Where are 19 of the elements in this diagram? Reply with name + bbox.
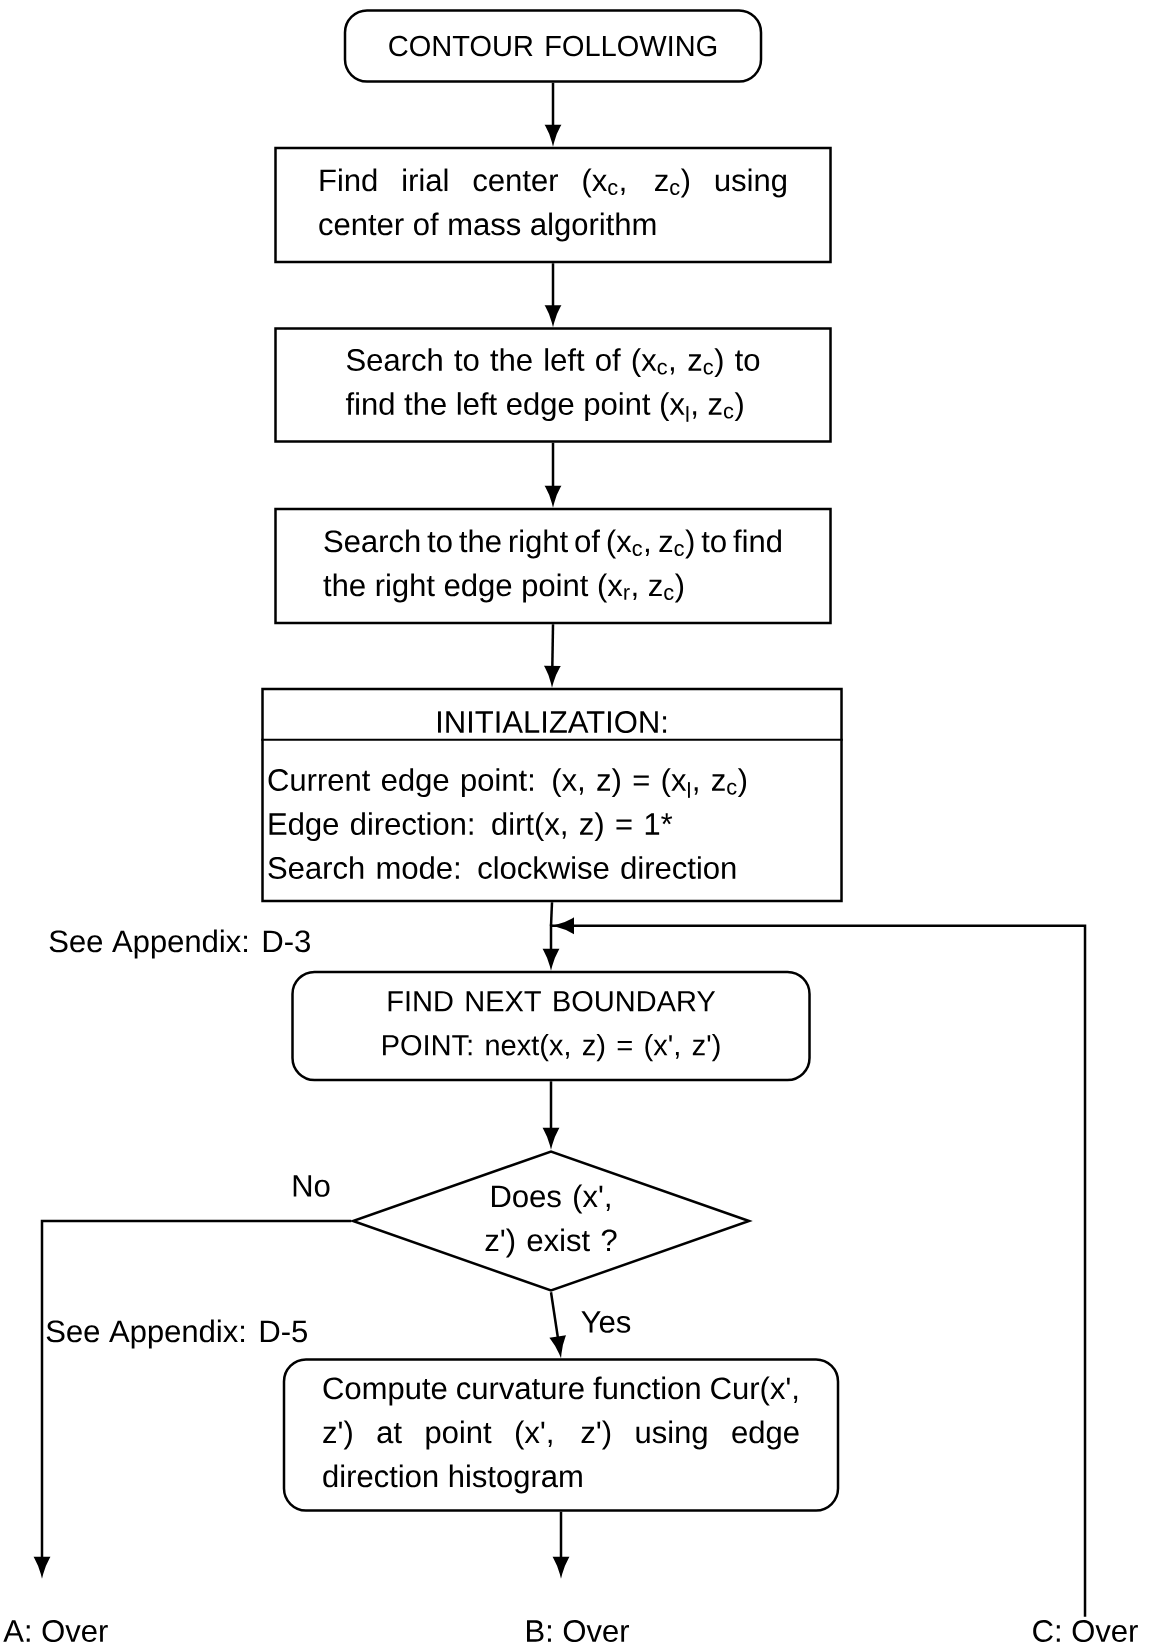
arrow — [34, 1219, 352, 1576]
connector-label: B: Over — [527, 1620, 629, 1642]
note-text: See Appendix: D-3 — [49, 929, 310, 959]
process-box: Compute curvature function Cur(x', z') at point (x', z') using edge direction histogram — [282, 1358, 840, 1512]
process-box: FIND NEXT BOUNDARY POINT: next(x, z) = (x', z') — [291, 970, 811, 1082]
arrow — [551, 918, 1087, 1617]
connector-label: A: Over — [3, 1620, 108, 1642]
note-text: See Appendix: D-5 — [46, 1319, 307, 1349]
process-box: Search to the right of (x$_{c}$, z$_{c}$) to find the right edge point (x$_{r}$, z$_{c}$) — [274, 507, 832, 625]
connector-label: C: Over — [1033, 1620, 1138, 1642]
process-box: Find irial center (x$_{c}$, z$_{c}$) using center of mass algorithm — [274, 146, 832, 264]
edge-label: Yes — [578, 1309, 634, 1335]
terminal-box: CONTOUR FOLLOWING — [343, 9, 763, 83]
edge-label: No — [289, 1173, 333, 1199]
process-box: Search to the left of (x$_{c}$, z$_{c}$) to find the left edge point (x$_{l}$, z$_{c}$) — [274, 327, 832, 443]
initialization-box: INITIALIZATION: Current edge point: (x, z) = (x$_{l}$, z$_{c}$) Edge direction: dirt(x, z) = 1* Search mode: clockwise direction — [261, 687, 843, 903]
arrow — [549, 1292, 566, 1355]
arrow — [545, 263, 561, 324]
arrow — [553, 1511, 569, 1576]
